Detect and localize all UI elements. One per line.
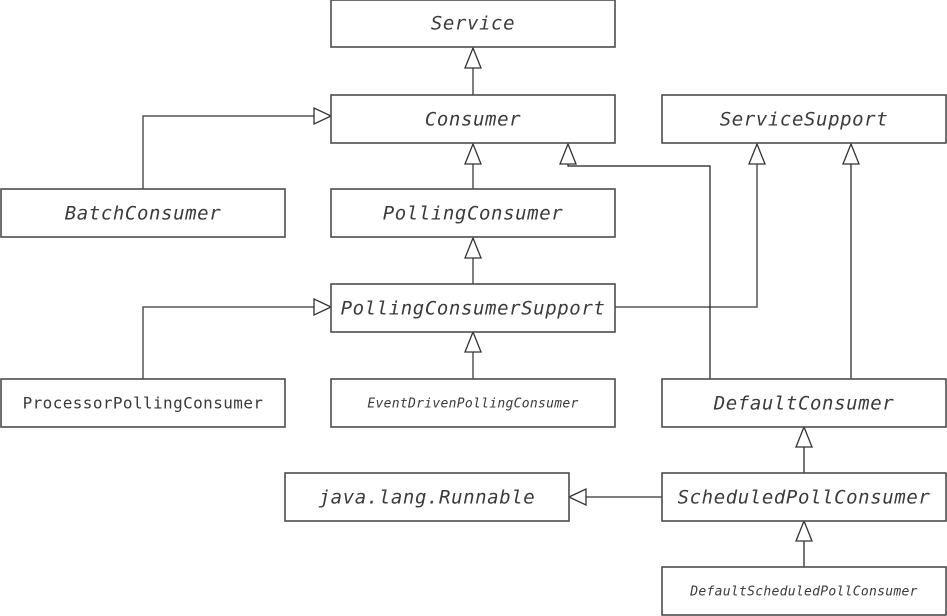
class-label-java-lang-runnable: java.lang.Runnable [319,487,536,509]
realization-arrowhead [313,106,333,126]
edge-defaultconsumer-to-consumer [559,142,711,379]
class-label-default-scheduled-poll-consumer: DefaultScheduledPollConsumer [689,585,918,600]
edge-consumer-to-service [464,46,482,95]
class-box-default-consumer-rect[interactable] [661,378,947,428]
edge-eventdrivenpollingconsumer-to-pollingconsumersupport [464,330,482,379]
class-box-polling-consumer-rect[interactable] [330,188,616,238]
class-label-polling-consumer-support: PollingConsumerSupport [341,298,606,320]
class-box-batch-consumer-rect[interactable] [0,188,286,238]
class-box-service-support[interactable]: ServiceSupport [661,94,947,144]
class-box-service[interactable]: Service [330,0,616,48]
generalization-arrowhead [464,142,482,165]
generalization-arrowhead [842,142,860,165]
realization-arrowhead [567,487,587,507]
class-box-polling-consumer-support-rect[interactable] [330,283,616,333]
generalization-arrowhead [795,425,813,448]
class-label-service-support: ServiceSupport [720,109,889,131]
class-box-scheduled-poll-consumer[interactable]: ScheduledPollConsumer [661,472,947,522]
class-label-scheduled-poll-consumer: ScheduledPollConsumer [678,487,931,509]
generalization-arrowhead [464,330,482,353]
edge-layer [142,46,860,567]
class-box-java-lang-runnable-rect[interactable] [284,472,570,522]
class-label-consumer: Consumer [425,109,521,131]
class-label-default-consumer: DefaultConsumer [713,393,895,415]
edge-defaultconsumer-to-servicesupport [842,142,860,379]
class-box-polling-consumer[interactable]: PollingConsumer [330,188,616,238]
edge-pollingconsumersupport-to-pollingconsumer [464,236,482,284]
class-box-default-scheduled-poll-consumer[interactable]: DefaultScheduledPollConsumer [661,566,947,616]
class-box-consumer-rect[interactable] [330,94,616,144]
class-label-event-driven-polling-consumer: EventDrivenPollingConsumer [367,397,578,412]
class-box-default-scheduled-poll-consumer-rect[interactable] [661,566,947,616]
class-box-java-lang-runnable[interactable]: java.lang.Runnable [284,472,570,522]
generalization-arrowhead [464,46,482,69]
edge-processorpollingconsumer-to-pollingconsumersupport [142,297,333,379]
generalization-arrowhead [464,236,482,259]
class-label-processor-polling-consumer: ProcessorPollingConsumer [23,394,264,413]
class-box-processor-polling-consumer-rect[interactable] [0,378,286,428]
class-box-batch-consumer[interactable]: BatchConsumer [0,188,286,238]
class-box-processor-polling-consumer[interactable]: ProcessorPollingConsumer [0,378,286,428]
class-box-scheduled-poll-consumer-rect[interactable] [661,472,947,522]
class-box-consumer[interactable]: Consumer [330,94,616,144]
realization-arrowhead [313,297,333,317]
edge-scheduledpollconsumer-to-defaultconsumer [795,425,813,473]
edge-batchconsumer-to-consumer [142,106,333,189]
class-box-default-consumer[interactable]: DefaultConsumer [661,378,947,428]
edge-scheduledpollconsumer-to-runnable [567,487,662,507]
class-box-service-rect[interactable] [330,0,616,48]
class-box-polling-consumer-support[interactable]: PollingConsumerSupport [330,283,616,333]
class-box-event-driven-polling-consumer-rect[interactable] [330,378,616,428]
class-label-service: Service [431,13,515,35]
generalization-arrowhead [748,142,766,165]
class-label-polling-consumer: PollingConsumer [383,203,564,225]
edge-defaultscheduledpollconsumer-to-scheduledpollconsumer [795,519,813,567]
class-box-service-support-rect[interactable] [661,94,947,144]
generalization-arrowhead [559,142,577,165]
class-box-event-driven-polling-consumer[interactable]: EventDrivenPollingConsumer [330,378,616,428]
generalization-arrowhead [795,519,813,542]
edge-pollingconsumersupport-to-servicesupport [615,142,766,308]
edge-pollingconsumer-to-consumer [464,142,482,189]
class-label-batch-consumer: BatchConsumer [65,203,222,225]
